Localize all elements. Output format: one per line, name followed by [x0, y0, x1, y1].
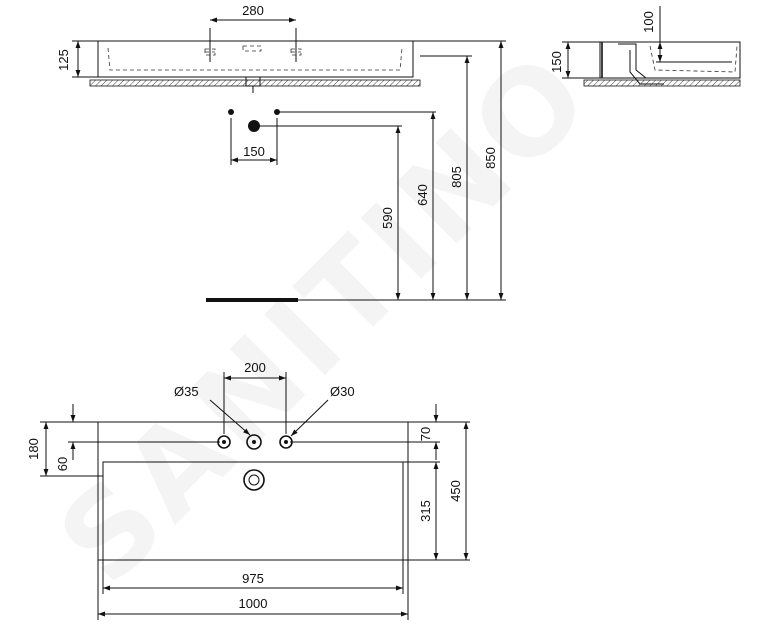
tap-hole-center	[246, 434, 262, 450]
dim-overall-depth: 450	[448, 480, 463, 502]
dim-supply-height: 640	[415, 184, 430, 206]
front-elevation: 280 125 150 590 640 805 850	[56, 3, 506, 302]
dim-basin-height: 125	[56, 49, 71, 71]
dim-hole-offset: 60	[55, 457, 70, 471]
dim-waste-height: 590	[380, 207, 395, 229]
dim-rim-height: 805	[449, 166, 464, 188]
dim-hole-spacing: 200	[244, 360, 266, 375]
bowl-plan-outline	[102, 461, 404, 561]
dim-tap-hole-spacing: 280	[242, 3, 264, 18]
dim-bowl-width: 975	[242, 571, 264, 586]
dim-side-depth: 100	[641, 11, 656, 33]
dim-waste-spacing: 150	[243, 144, 265, 159]
dim-hole-row-offset: 70	[418, 427, 433, 441]
basin-front-outline	[97, 40, 414, 78]
dim-bowl-depth: 315	[418, 500, 433, 522]
dim-overall-width: 1000	[239, 596, 268, 611]
dim-deck-depth: 180	[26, 438, 41, 460]
side-elevation: 150 100	[549, 6, 741, 87]
dim-side-hole-diameter: Ø30	[330, 384, 355, 399]
plan-view: 200 Ø35 Ø30 180 60 70 315 450 975	[26, 360, 470, 620]
dim-side-height: 150	[549, 51, 564, 73]
dim-tap-hole-diameter: Ø35	[174, 384, 199, 399]
dim-overall-height: 850	[483, 147, 498, 169]
wall-plate	[89, 79, 421, 87]
supply-point-left	[228, 109, 234, 115]
drain-hole	[243, 469, 265, 491]
